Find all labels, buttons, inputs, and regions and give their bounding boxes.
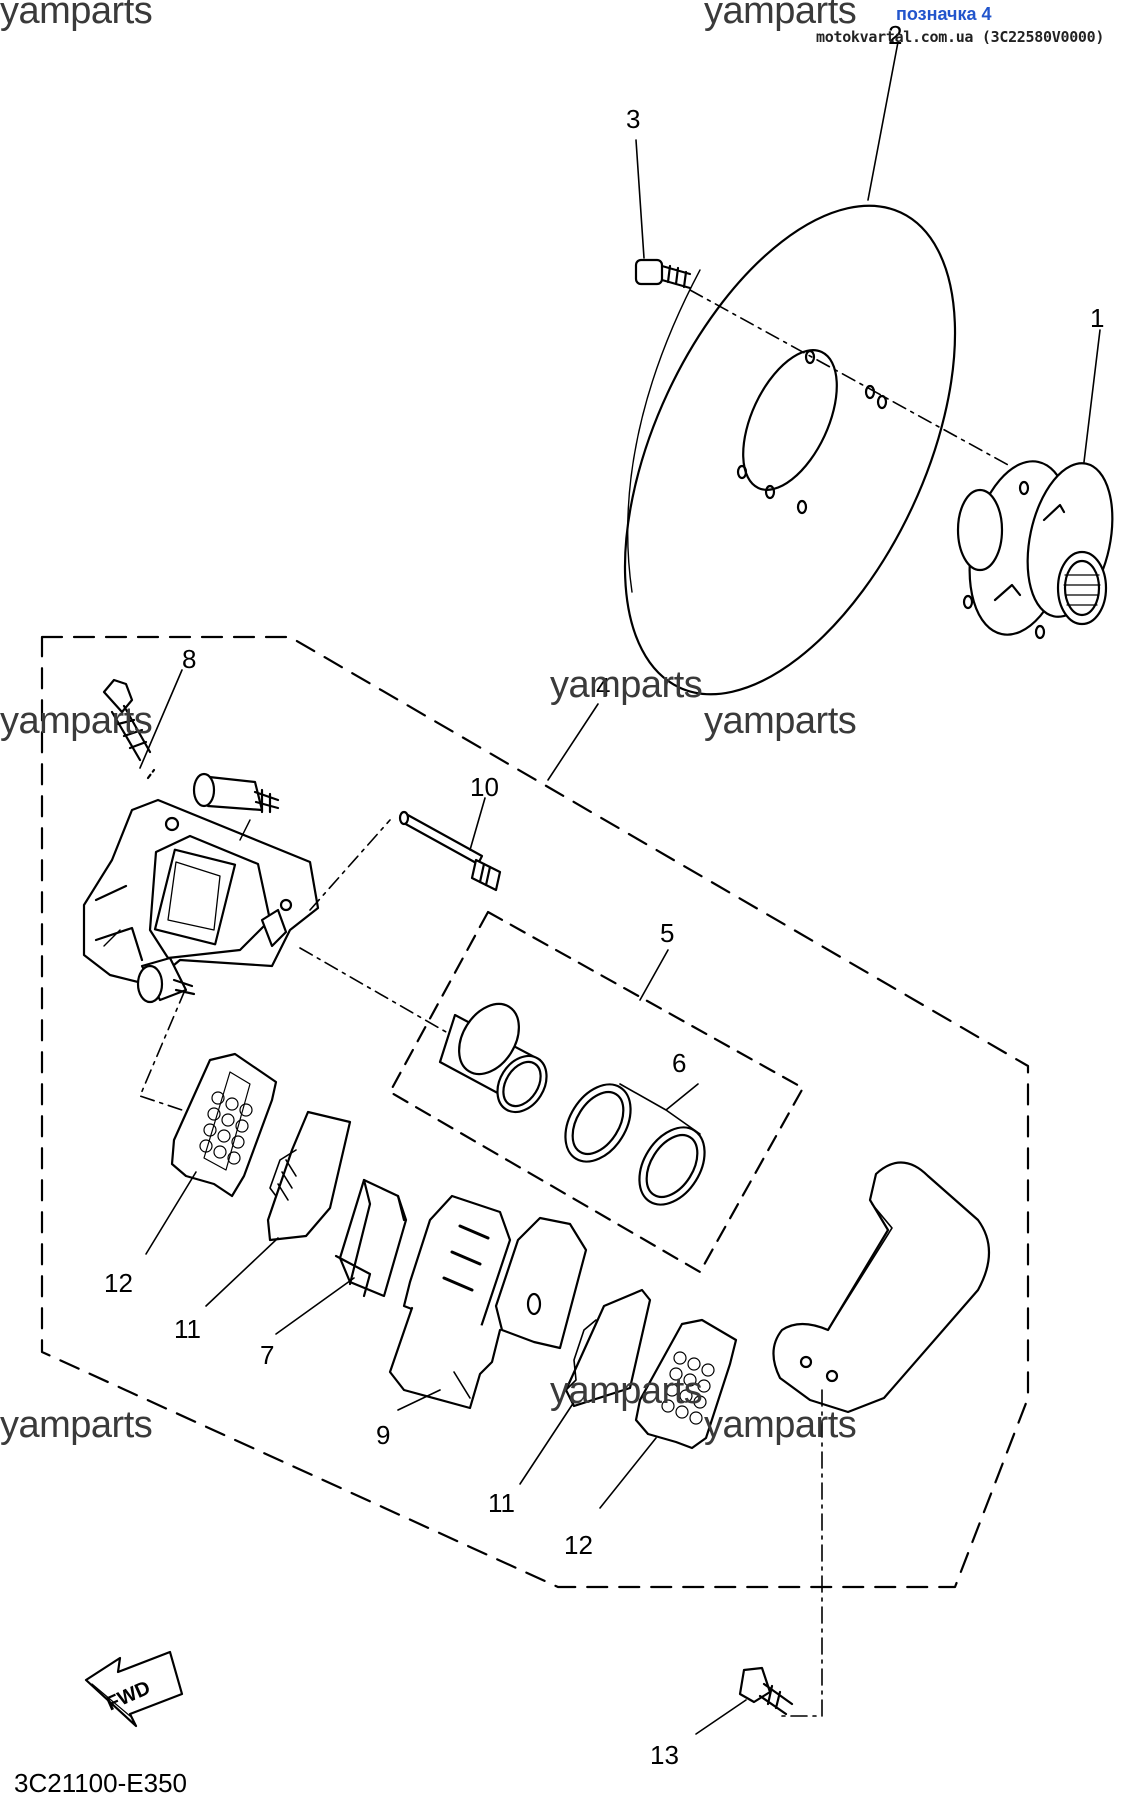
left-shim — [170, 1052, 278, 1198]
caliper-bracket — [772, 1161, 990, 1414]
watermark-mid-center: yamparts — [550, 664, 703, 706]
wheel-hub — [956, 460, 1114, 640]
watermark-top-center: yamparts — [704, 0, 857, 32]
callout-piston-kit: 5 — [660, 918, 674, 948]
callout-pad-spring: 7 — [260, 1340, 274, 1370]
watermark-mid-right: yamparts — [704, 700, 857, 742]
callout-shim-left: 12 — [104, 1268, 133, 1298]
callout-hub: 1 — [1090, 303, 1104, 333]
callout-bleed-screw: 8 — [182, 644, 196, 674]
disc-bolt-axis — [689, 289, 1011, 467]
watermark-low-left: yamparts — [0, 1404, 153, 1446]
callout-shim-right: 12 — [564, 1530, 593, 1560]
right-shim — [634, 1318, 738, 1450]
callout-caliper-assy: 4 — [596, 672, 610, 702]
piston-axis — [299, 947, 461, 1041]
bracket-bolt — [738, 1666, 794, 1716]
callout-pad-right: 11 — [488, 1488, 515, 1518]
right-pad — [494, 1216, 652, 1408]
header-source: motokvartal.com.ua (3C22580V0000) — [816, 28, 1105, 46]
watermark-mid-left: yamparts — [0, 700, 153, 742]
watermark-top-left: yamparts — [0, 0, 153, 32]
piston — [438, 1002, 548, 1114]
assembly-boundary — [40, 635, 1030, 1589]
bleed-screw — [102, 678, 156, 780]
piston-seals — [564, 1083, 706, 1206]
callout-pad-left: 11 — [174, 1314, 201, 1344]
caliper-pad-axis — [139, 989, 186, 1111]
callout-bracket-bolt: 13 — [650, 1740, 679, 1770]
left-pad — [266, 1110, 352, 1242]
diagram-code: 3C21100-E350 — [14, 1768, 187, 1798]
disc-bolt — [634, 258, 692, 290]
piston-kit-boundary — [388, 910, 805, 1274]
brake-disc — [623, 204, 957, 696]
fwd-arrow — [84, 1650, 184, 1728]
watermark-low-center: yamparts — [550, 1370, 703, 1412]
header-link[interactable]: позначка 4 — [896, 4, 992, 24]
watermark-low-right: yamparts — [704, 1404, 857, 1446]
callout-disc: 2 — [888, 20, 902, 50]
caliper-body — [82, 772, 320, 1004]
pad-pin — [398, 810, 502, 892]
pad-support — [388, 1194, 512, 1410]
leader-lines — [139, 41, 1101, 1735]
bracket-bolt-axis — [781, 1389, 823, 1717]
pad-spring — [334, 1178, 408, 1298]
callout-pad-pin: 10 — [470, 772, 499, 802]
callout-pad-support: 9 — [376, 1420, 390, 1450]
callout-disc-bolt: 3 — [626, 104, 640, 134]
pad-pin-axis — [309, 819, 391, 911]
callout-seal-kit: 6 — [672, 1048, 686, 1078]
